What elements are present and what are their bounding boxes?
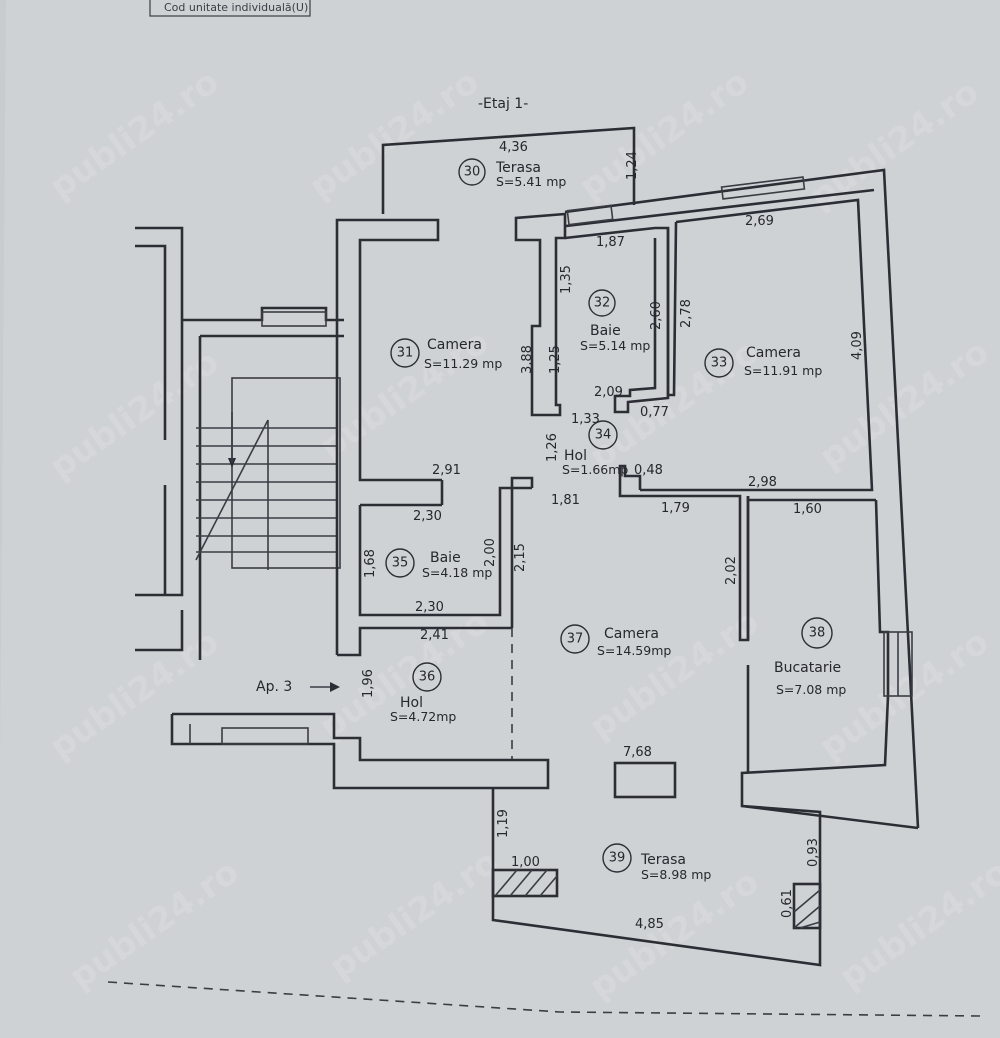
room-name: Hol: [400, 695, 423, 711]
room-name: Camera: [604, 626, 659, 642]
stairwell: [135, 226, 344, 660]
room-area: S=4.18 mp: [422, 565, 492, 580]
room-name: Bucatarie: [774, 660, 841, 676]
dimension-label: 1,19: [496, 809, 511, 838]
apartment-label: Ap. 3: [256, 679, 292, 695]
dimension-label: 2,78: [679, 299, 694, 328]
room-number: 32: [594, 296, 611, 311]
dimension-label: 4,36: [499, 140, 528, 155]
room-32: 32 Baie S=5.14 mp: [580, 289, 650, 353]
room-33: 33 Camera S=11.91 mp: [704, 345, 822, 378]
room-area: S=5.41 mp: [496, 174, 566, 189]
room-name: Hol: [564, 448, 587, 464]
room-name: Baie: [590, 323, 621, 339]
dimension-label: 1,96: [361, 669, 376, 698]
room-number: 37: [567, 632, 584, 647]
room-number: 39: [609, 851, 626, 866]
room-area: S=1.66mp: [562, 462, 628, 477]
dimension-label: 1,60: [793, 502, 822, 517]
dimension-label: 2,98: [748, 475, 777, 490]
room-34: 34 Hol S=1.66mp: [562, 420, 628, 477]
room-area: S=4.72mp: [390, 709, 456, 724]
room-area: S=5.14 mp: [580, 338, 650, 353]
room-name: Camera: [427, 337, 482, 353]
room-number: 35: [392, 556, 409, 571]
dimension-label: 1,24: [625, 151, 640, 180]
room-number: 34: [595, 428, 612, 443]
room-area: S=11.29 mp: [424, 356, 502, 371]
room-area: S=14.59mp: [597, 643, 671, 658]
dimension-label: 7,68: [623, 745, 652, 760]
dimension-label: 2,30: [415, 600, 444, 615]
room-number: 36: [419, 670, 436, 685]
dimension-label: 2,91: [432, 463, 461, 478]
dimension-label: 1,68: [363, 549, 378, 578]
header-box: [149, 0, 311, 17]
dimension-label: 0,77: [640, 405, 669, 420]
dimension-label: 2,69: [745, 214, 774, 229]
dimension-label: 1,35: [559, 265, 574, 294]
dimension-label: 2,41: [420, 628, 449, 643]
apartment-walls: [107, 126, 981, 1017]
dimension-label: 1,25: [548, 345, 563, 374]
dimension-label: 4,09: [850, 331, 865, 360]
dimension-label: 1,26: [545, 433, 560, 462]
room-number: 33: [711, 356, 728, 371]
room-name: Camera: [746, 345, 801, 361]
room-name: Terasa: [640, 852, 686, 868]
dimension-label: 1,00: [511, 855, 540, 870]
dimension-label: 1,87: [596, 235, 625, 250]
dimension-label: 3,88: [520, 345, 535, 374]
room-name: Baie: [430, 550, 461, 566]
entry-arrow-icon: [310, 682, 340, 692]
dimension-label: 0,48: [634, 463, 663, 478]
room-area: S=8.98 mp: [641, 867, 711, 882]
header-code-label: Cod unitate individuală(U): [164, 1, 308, 14]
dimension-label: 2,00: [483, 538, 498, 567]
room-area: S=7.08 mp: [776, 682, 846, 697]
dimension-label: 2,30: [413, 509, 442, 524]
dimension-label: 1,81: [551, 493, 580, 508]
room-39: 39 Terasa S=8.98 mp: [602, 843, 711, 882]
dimension-label: 0,93: [806, 838, 821, 867]
dimension-label: 2,02: [724, 556, 739, 585]
dimension-label: 1,33: [571, 412, 600, 427]
room-36: 36 Hol S=4.72mp: [390, 662, 456, 724]
dimension-label: 4,85: [635, 917, 664, 932]
dimension-label: 1,79: [661, 501, 690, 516]
room-35: 35 Baie S=4.18 mp: [385, 548, 492, 580]
room-38: 38 Bucatarie S=7.08 mp: [774, 617, 846, 697]
room-30: 30 Terasa S=5.41 mp: [458, 158, 566, 189]
room-31: 31 Camera S=11.29 mp: [390, 337, 502, 371]
room-name: Terasa: [495, 160, 541, 176]
room-area: S=11.91 mp: [744, 363, 822, 378]
room-number: 31: [397, 346, 414, 361]
dimension-label: 0,61: [780, 889, 795, 918]
room-number: 30: [464, 165, 481, 180]
dimension-label: 2,15: [513, 543, 528, 572]
room-number: 38: [809, 626, 826, 641]
room-37: 37 Camera S=14.59mp: [560, 624, 671, 658]
dimension-label: 2,60: [649, 301, 664, 330]
floor-title: -Etaj 1-: [478, 96, 528, 112]
dimension-label: 2,09: [594, 385, 623, 400]
dimension-labels: 4,36 1,24 1,87 2,69 1,35 2,60 2,78 3,88 …: [361, 140, 865, 932]
